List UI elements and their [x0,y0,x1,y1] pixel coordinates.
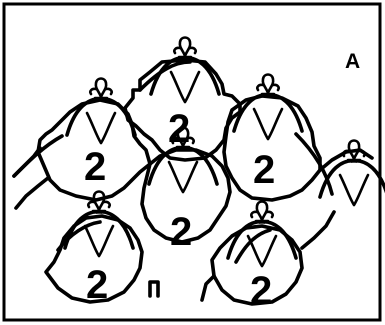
tile-number-top: 2 [168,107,190,151]
figure-frame [4,4,380,320]
tile-outlines [14,60,372,304]
arch-motifs [14,38,385,267]
tile-number-middle: 2 [170,210,192,254]
tile-number-right: 2 [253,148,275,192]
panel-label: A [345,50,360,73]
tile-number-lower-left: 2 [86,263,108,307]
tile-number-lower-right: 2 [250,269,272,313]
tile-numbers: 2 2 2 2 2 2 [84,107,275,313]
tile-number-left: 2 [84,145,106,189]
